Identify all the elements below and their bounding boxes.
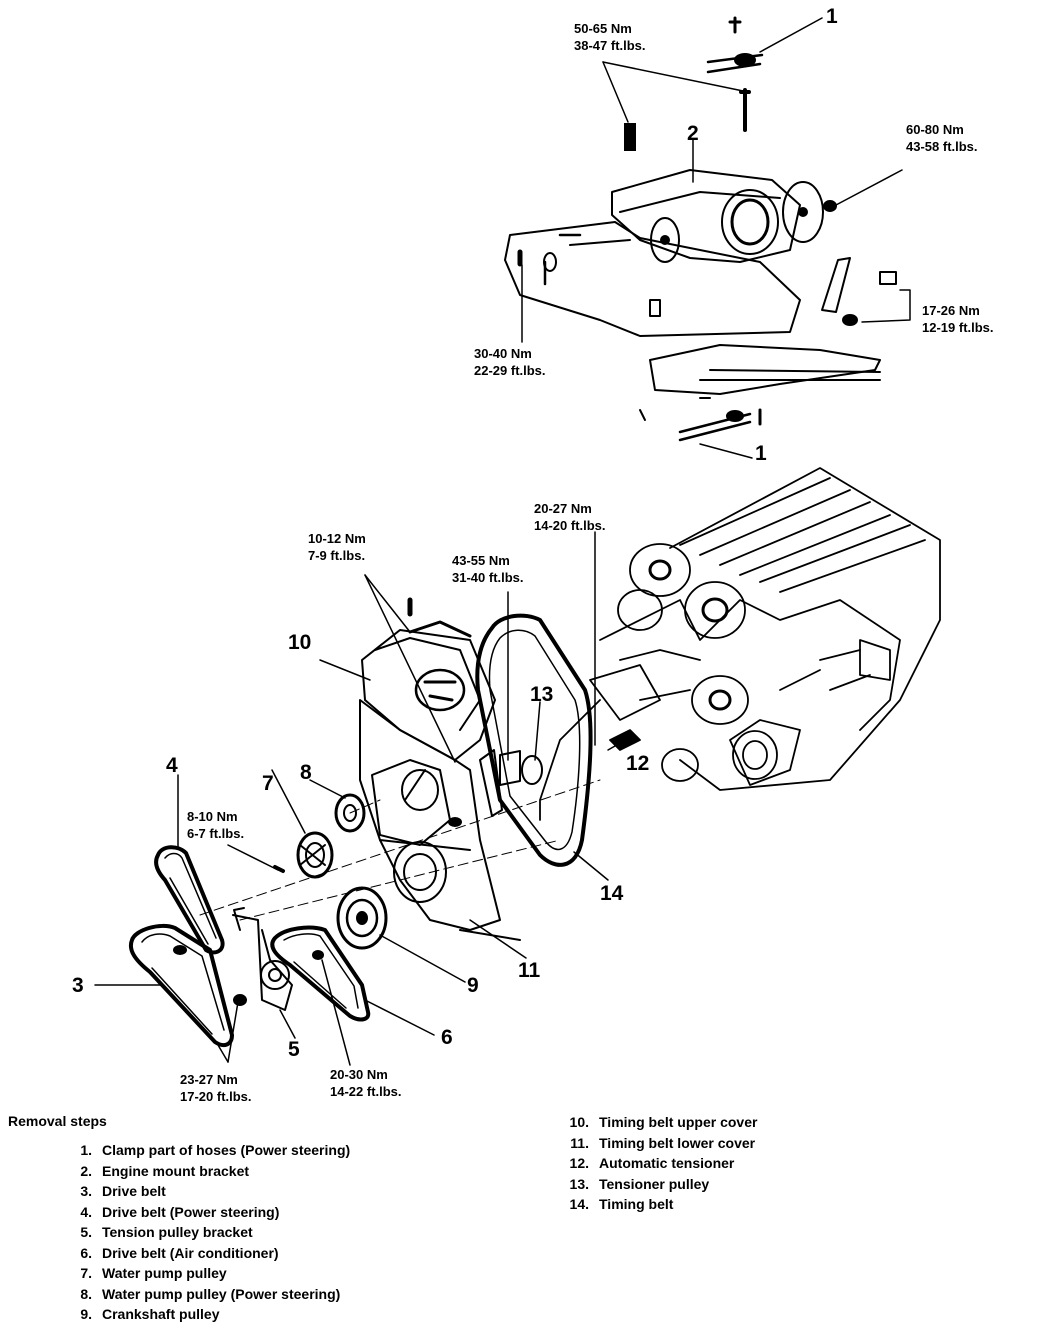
lower-leader-lines xyxy=(94,531,623,1066)
removal-step: 6. Drive belt (Air conditioner) xyxy=(70,1243,350,1264)
upper-leader-lines xyxy=(521,17,911,459)
step-number: 11. xyxy=(570,1134,589,1151)
step-number: 12. xyxy=(569,1155,589,1171)
torque-nm: 20-27 Nm xyxy=(534,501,592,516)
removal-step: 11. Timing belt lower cover xyxy=(567,1133,757,1154)
step-number: 3. xyxy=(80,1183,92,1199)
callout-12: 12 xyxy=(626,752,650,775)
callout-1-bottom: 1 xyxy=(755,442,767,465)
removal-step: 10. Timing belt upper cover xyxy=(567,1112,758,1133)
callout-5: 5 xyxy=(288,1038,300,1061)
removal-step: 8. Water pump pulley (Power steering) xyxy=(70,1284,350,1305)
torque-spec-bracket: 17-26 Nm 12-19 ft.lbs. xyxy=(922,302,994,336)
torque-ftlb: 38-47 ft.lbs. xyxy=(574,38,646,53)
step-text: Crankshaft pulley xyxy=(102,1306,220,1322)
torque-ftlb: 14-22 ft.lbs. xyxy=(330,1084,402,1099)
callout-14: 14 xyxy=(600,882,624,905)
callout-6: 6 xyxy=(441,1026,453,1049)
step-number: 4. xyxy=(80,1203,92,1220)
callout-2: 2 xyxy=(687,122,699,145)
torque-ftlb: 12-19 ft.lbs. xyxy=(922,320,994,335)
step-text: Tension pulley bracket xyxy=(102,1224,253,1240)
torque-ftlb: 14-20 ft.lbs. xyxy=(534,518,606,533)
torque-nm: 8-10 Nm xyxy=(187,809,238,824)
removal-steps-heading: Removal steps xyxy=(8,1113,107,1129)
step-number: 10. xyxy=(569,1114,589,1130)
removal-step: 9. Crankshaft pulley xyxy=(70,1304,350,1325)
removal-step: 4. Drive belt (Power steering) xyxy=(70,1202,350,1223)
removal-steps-list-left: 1. Clamp part of hoses (Power steering) 2… xyxy=(70,1140,350,1325)
callout-3: 3 xyxy=(72,974,84,997)
step-text: Timing belt upper cover xyxy=(599,1114,758,1130)
removal-step: 7. Water pump pulley xyxy=(70,1263,350,1284)
torque-spec-pulley: 43-55 Nm 31-40 ft.lbs. xyxy=(452,552,524,586)
step-text: Timing belt xyxy=(599,1196,674,1212)
removal-step: 13. Tensioner pulley xyxy=(567,1174,757,1195)
callout-11: 11 xyxy=(518,959,541,982)
step-number: 6. xyxy=(80,1244,92,1261)
torque-ftlb: 7-9 ft.lbs. xyxy=(308,548,366,563)
removal-step: 12. Automatic tensioner xyxy=(567,1153,757,1174)
step-text: Timing belt lower cover xyxy=(599,1134,756,1151)
upper-mount-assembly xyxy=(504,16,897,442)
removal-step: 2. Engine mount bracket xyxy=(70,1161,350,1182)
torque-ftlb: 43-58 ft.lbs. xyxy=(906,139,978,154)
step-text: Drive belt (Power steering) xyxy=(102,1203,280,1220)
step-number: 5. xyxy=(80,1224,92,1240)
step-text: Drive belt (Air conditioner) xyxy=(102,1244,279,1261)
step-text: Engine mount bracket xyxy=(102,1162,250,1179)
step-number: 7. xyxy=(80,1265,92,1281)
removal-step: 5. Tension pulley bracket xyxy=(70,1222,350,1243)
torque-nm: 23-27 Nm xyxy=(180,1072,238,1087)
callout-4: 4 xyxy=(166,754,178,777)
torque-ftlb: 31-40 ft.lbs. xyxy=(452,570,524,585)
torque-ftlb: 6-7 ft.lbs. xyxy=(187,826,245,841)
step-text: Tensioner pulley xyxy=(599,1175,710,1192)
step-text: Automatic tensioner xyxy=(599,1155,735,1171)
callout-10: 10 xyxy=(288,631,312,654)
removal-step: 1. Clamp part of hoses (Power steering) xyxy=(70,1140,350,1161)
step-text: Water pump pulley (Power steering) xyxy=(102,1285,341,1302)
torque-nm: 30-40 Nm xyxy=(474,346,532,361)
step-number: 14. xyxy=(569,1196,589,1212)
step-number: 2. xyxy=(80,1162,92,1179)
step-text: Water pump pulley xyxy=(102,1265,227,1281)
torque-nm: 20-30 Nm xyxy=(330,1067,388,1082)
torque-spec-cover: 10-12 Nm 7-9 ft.lbs. xyxy=(308,530,366,564)
torque-spec-tension-bracket: 23-27 Nm 17-20 ft.lbs. xyxy=(180,1071,252,1105)
step-text: Clamp part of hoses (Power steering) xyxy=(102,1142,351,1158)
step-number: 9. xyxy=(80,1306,92,1322)
removal-step: 3. Drive belt xyxy=(70,1181,350,1202)
step-number: 13. xyxy=(569,1175,589,1192)
torque-spec-ac: 20-30 Nm 14-22 ft.lbs. xyxy=(330,1066,402,1100)
torque-nm: 17-26 Nm xyxy=(922,303,980,318)
step-number: 1. xyxy=(80,1142,92,1158)
torque-spec-tensioner: 20-27 Nm 14-20 ft.lbs. xyxy=(534,500,606,534)
removal-step: 14. Timing belt xyxy=(567,1194,757,1215)
step-text: Drive belt xyxy=(102,1183,166,1199)
callout-9: 9 xyxy=(467,974,479,997)
torque-nm: 60-80 Nm xyxy=(906,122,964,137)
torque-spec-top: 50-65 Nm 38-47 ft.lbs. xyxy=(574,20,646,54)
callout-8: 8 xyxy=(300,761,312,784)
torque-nm: 50-65 Nm xyxy=(574,21,632,36)
torque-ftlb: 22-29 ft.lbs. xyxy=(474,363,546,378)
pulleys-and-belts xyxy=(129,831,388,1048)
engine-block xyxy=(539,467,941,821)
torque-spec-water-pump: 8-10 Nm 6-7 ft.lbs. xyxy=(187,808,244,842)
alignment-lines xyxy=(199,779,601,921)
torque-spec-right: 60-80 Nm 43-58 ft.lbs. xyxy=(906,121,978,155)
torque-ftlb: 17-20 ft.lbs. xyxy=(180,1089,252,1104)
callout-1-top: 1 xyxy=(826,5,838,28)
torque-nm: 43-55 Nm xyxy=(452,553,510,568)
removal-steps-list-right: 10. Timing belt upper cover 11. Timing bel… xyxy=(567,1112,758,1215)
callout-7: 7 xyxy=(262,772,274,795)
torque-nm: 10-12 Nm xyxy=(308,531,366,546)
torque-spec-mount: 30-40 Nm 22-29 ft.lbs. xyxy=(474,345,546,379)
timing-components xyxy=(334,597,593,941)
step-number: 8. xyxy=(80,1285,92,1302)
callout-13: 13 xyxy=(530,683,554,706)
